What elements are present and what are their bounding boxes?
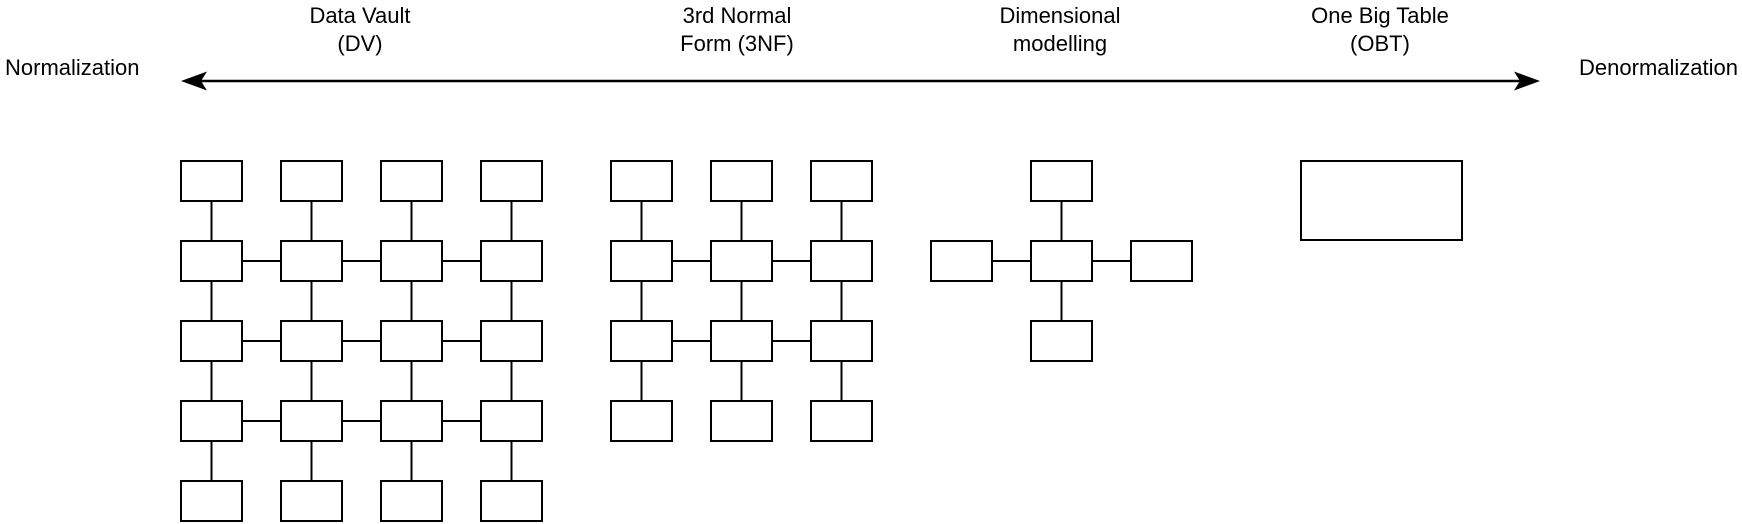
data-vault-schema-box xyxy=(180,160,243,202)
data-vault-schema-box xyxy=(480,160,543,202)
third-normal-form-schema-box xyxy=(810,160,873,202)
data-vault-schema-box xyxy=(280,320,343,362)
dimensional-star-schema-box xyxy=(1030,320,1093,362)
dimensional-star-schema-box xyxy=(1130,240,1193,282)
third-normal-form-schema-box xyxy=(710,400,773,442)
third-normal-form-schema-box xyxy=(610,160,673,202)
normalization-label: Normalization xyxy=(5,55,140,80)
dimensional-star-schema xyxy=(930,160,1193,362)
left-arrowhead-icon xyxy=(181,71,207,91)
data-vault-schema-box xyxy=(480,320,543,362)
data-vault-title-line1: Data Vault xyxy=(309,3,410,28)
data-vault-schema-box xyxy=(480,480,543,522)
data-vault-schema-box xyxy=(380,400,443,442)
data-vault-title-line2: (DV) xyxy=(337,31,382,56)
one-big-table-schema-box xyxy=(1300,160,1463,241)
dimensional-star-schema-box xyxy=(930,240,993,282)
third-normal-form-title-line2: Form (3NF) xyxy=(680,31,794,56)
third-normal-form-schema-box xyxy=(710,160,773,202)
third-normal-form-schema-box xyxy=(810,320,873,362)
third-normal-form-schema-box xyxy=(710,240,773,282)
right-arrowhead-icon xyxy=(1514,71,1540,91)
schema-layer xyxy=(180,160,1463,522)
data-vault-schema-box xyxy=(280,400,343,442)
data-vault-schema-box xyxy=(380,480,443,522)
data-vault-schema-box xyxy=(180,320,243,362)
data-vault-schema-box xyxy=(280,240,343,282)
data-vault-schema-box xyxy=(180,480,243,522)
data-vault-schema xyxy=(180,160,543,522)
data-vault-schema-box xyxy=(280,160,343,202)
dimensional-star-schema-box xyxy=(1030,240,1093,282)
third-normal-form-schema-box xyxy=(610,400,673,442)
denormalization-label: Denormalization xyxy=(1579,55,1738,80)
third-normal-form-schema xyxy=(610,160,873,442)
spectrum-axis: Normalization Denormalization xyxy=(5,55,1738,91)
one-big-table-title-line2: (OBT) xyxy=(1350,31,1410,56)
third-normal-form-schema-box xyxy=(810,400,873,442)
data-vault-schema-box xyxy=(380,320,443,362)
third-normal-form-schema-box xyxy=(810,240,873,282)
third-normal-form-schema-box xyxy=(610,240,673,282)
data-vault-schema-box xyxy=(280,480,343,522)
one-big-table-title-line1: One Big Table xyxy=(1311,3,1449,28)
data-vault-schema-box xyxy=(480,400,543,442)
data-vault-schema-box xyxy=(480,240,543,282)
third-normal-form-schema-box xyxy=(610,320,673,362)
third-normal-form-schema-box xyxy=(710,320,773,362)
data-vault-schema-box xyxy=(180,240,243,282)
data-vault-schema-box xyxy=(180,400,243,442)
section-titles: Data Vault (DV) 3rd Normal Form (3NF) Di… xyxy=(309,3,1448,56)
dimensional-modelling-title-line1: Dimensional xyxy=(999,3,1120,28)
third-normal-form-title-line1: 3rd Normal xyxy=(683,3,792,28)
one-big-table-schema xyxy=(1300,160,1463,241)
dimensional-modelling-title-line2: modelling xyxy=(1013,31,1107,56)
data-vault-schema-box xyxy=(380,240,443,282)
data-vault-schema-box xyxy=(380,160,443,202)
dimensional-star-schema-box xyxy=(1030,160,1093,202)
